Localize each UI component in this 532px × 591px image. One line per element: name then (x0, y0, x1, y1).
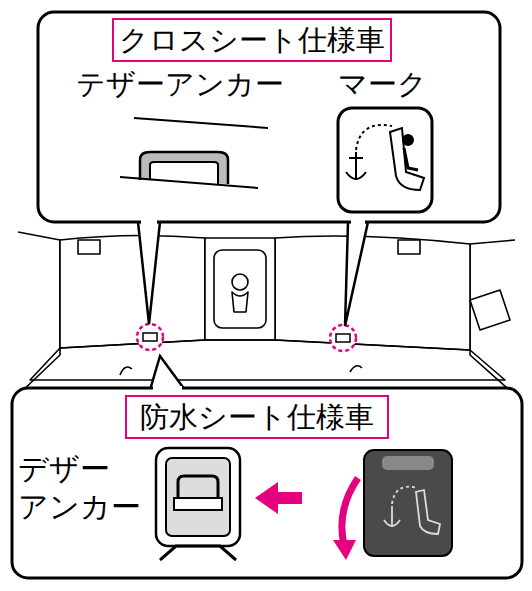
callout-box (38, 12, 500, 222)
center-seat-back (205, 238, 275, 340)
anchor-arms (346, 172, 366, 179)
floor-hook (120, 367, 132, 375)
child-body (404, 148, 418, 170)
callout-gap (141, 220, 157, 224)
anchor-shank (391, 506, 393, 526)
tether-strap (356, 125, 392, 150)
tether-anchor-bar (178, 476, 218, 500)
highlight-circle (330, 325, 356, 351)
cargo-floor (30, 340, 505, 380)
anchor-spot (143, 333, 157, 341)
anchor-recess (166, 458, 230, 536)
part-name: マーク (338, 66, 478, 102)
variant-tag: 防水シート仕様車 (125, 395, 389, 439)
callout-box: 防水シート仕様車デザー アンカー (12, 388, 522, 578)
variant-label: クロスシート仕様車 (119, 22, 385, 58)
left-seat-back (60, 235, 205, 348)
child-seat (416, 490, 440, 534)
highlight-circle (137, 324, 163, 350)
armrest-knob (232, 274, 248, 290)
side-pocket (470, 290, 510, 330)
callout-box (12, 388, 522, 578)
headrest-post (398, 240, 420, 254)
part-name: デザー アンカー (18, 450, 148, 525)
child-seat-symbol (346, 125, 424, 190)
anchor-housing (156, 448, 240, 546)
callout-tail (150, 356, 185, 390)
part-name: テザーアンカー (76, 66, 326, 102)
open-cover-arrow (342, 478, 358, 545)
anchor-spot (336, 334, 350, 342)
seat-edge-line (134, 118, 268, 128)
anchor-stand (160, 546, 236, 560)
callout-gap (351, 220, 365, 224)
armrest-opening (214, 250, 266, 328)
variant-tag: クロスシート仕様車 (112, 18, 392, 62)
child-seat (390, 128, 424, 190)
anchor-arms (384, 520, 400, 526)
cover-mark (384, 487, 440, 534)
anchor-base (174, 498, 222, 510)
mark-icon-frame (338, 108, 432, 212)
seat-edge-line (120, 177, 258, 188)
anchor-shank (355, 152, 357, 180)
variant-label: 防水シート仕様車 (140, 399, 374, 435)
anchor-stock (349, 157, 363, 159)
right-side-panel (470, 240, 515, 395)
floor-hook (350, 366, 362, 372)
callout-gap (153, 386, 182, 390)
anchor-cover (364, 450, 452, 556)
callout-tail (138, 222, 160, 324)
callout-tail (345, 222, 368, 326)
tether-strap (392, 487, 418, 504)
child-head (403, 135, 413, 145)
cover-tab (382, 456, 434, 470)
headrest-post (78, 240, 100, 254)
callout-box: クロスシート仕様車テザーアンカーマーク (38, 12, 500, 222)
right-seat-back (275, 236, 470, 350)
open-cover-arrowhead (333, 540, 356, 560)
armrest-knob-base (232, 292, 248, 312)
direction-arrow (255, 482, 302, 514)
